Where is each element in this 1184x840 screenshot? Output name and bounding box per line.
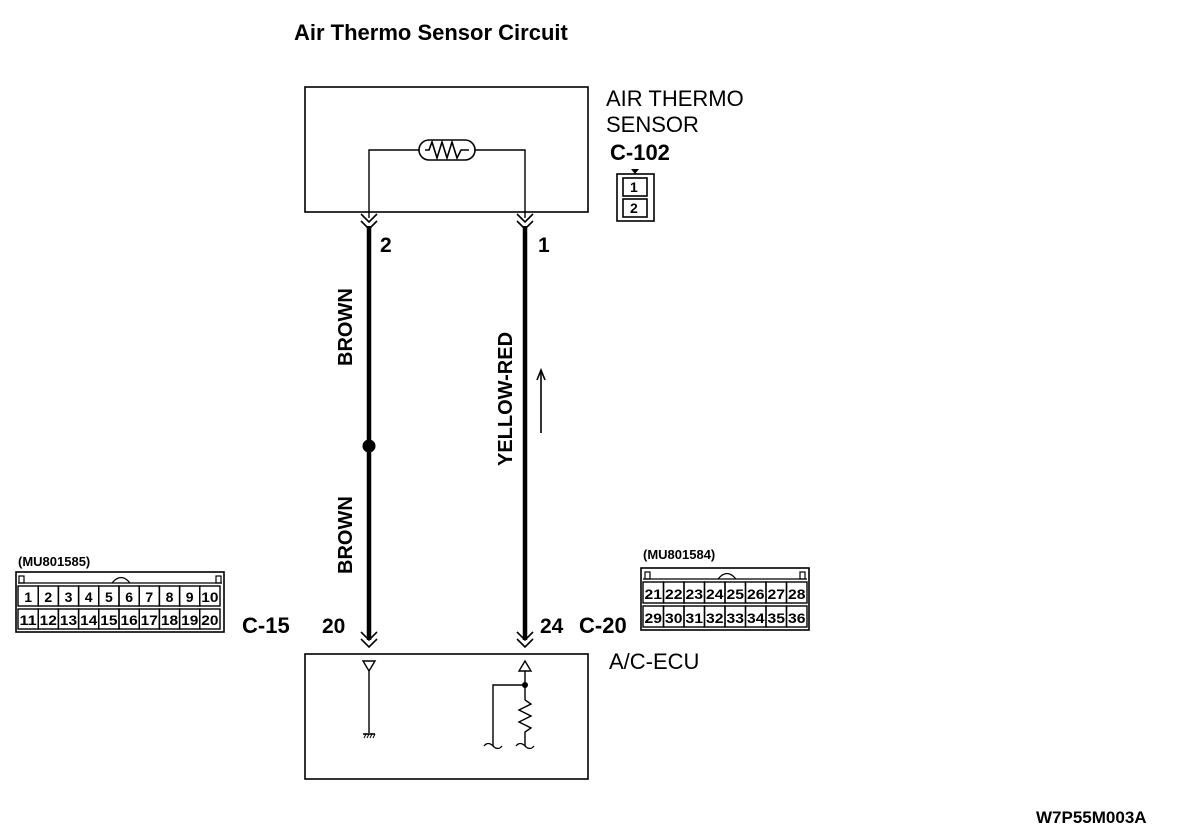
ecu-name: A/C-ECU bbox=[609, 649, 699, 674]
c20-pin-33: 33 bbox=[727, 610, 745, 626]
c20-pin-32: 32 bbox=[706, 610, 724, 626]
c15-pin-13: 13 bbox=[60, 612, 77, 628]
c20-cell bbox=[785, 581, 808, 604]
c15-pin-6: 6 bbox=[125, 589, 133, 605]
sensor-box bbox=[304, 86, 589, 218]
c15-cell bbox=[199, 585, 221, 607]
c20-pin-24: 24 bbox=[706, 586, 724, 602]
c20-pin-22: 22 bbox=[665, 586, 683, 602]
figure-code: W7P55M003A bbox=[1036, 808, 1147, 827]
c20-pin-28: 28 bbox=[788, 586, 806, 602]
thermistor-icon bbox=[418, 139, 476, 161]
ecu-box bbox=[304, 653, 589, 780]
splice-point bbox=[362, 439, 376, 453]
c20-pin-29: 29 bbox=[645, 610, 663, 626]
ecu-terminal-20 bbox=[360, 631, 378, 649]
resistor-icon bbox=[517, 699, 533, 746]
c20-pin-31: 31 bbox=[686, 610, 704, 626]
c20-pin-26: 26 bbox=[747, 586, 765, 602]
c102-connector-face: 1 2 bbox=[616, 169, 655, 222]
c20-pin-21: 21 bbox=[645, 586, 663, 602]
sensor-name-line2: SENSOR bbox=[606, 112, 699, 137]
c20-pin-36: 36 bbox=[788, 610, 806, 626]
c15-pin-10: 10 bbox=[201, 589, 218, 605]
c20-pin-34: 34 bbox=[747, 610, 765, 626]
c20-connector-label: C-20 bbox=[579, 613, 627, 638]
c15-connector-label: C-15 bbox=[242, 613, 290, 638]
wire-color-brown-upper: BROWN bbox=[335, 288, 357, 366]
c15-pin-4: 4 bbox=[85, 589, 93, 605]
signal-arrow-icon bbox=[536, 367, 546, 433]
c20-pin-23: 23 bbox=[686, 586, 704, 602]
c15-pin-9: 9 bbox=[186, 589, 194, 605]
c15-pin-2: 2 bbox=[44, 589, 52, 605]
c15-cell bbox=[199, 608, 221, 630]
sensor-pin-1: 1 bbox=[538, 234, 550, 257]
ecu-terminal-24 bbox=[516, 631, 534, 649]
wire-color-yellow-red: YELLOW-RED bbox=[495, 332, 517, 466]
c20-pin-25: 25 bbox=[727, 586, 745, 602]
c20-cell bbox=[785, 605, 808, 628]
c15-pin-1: 1 bbox=[24, 589, 32, 605]
c15-pin-7: 7 bbox=[145, 589, 153, 605]
c15-pin-15: 15 bbox=[100, 612, 117, 628]
c102-pin-1: 1 bbox=[630, 179, 638, 195]
c15-pin-18: 18 bbox=[161, 612, 178, 628]
diagram-title: Air Thermo Sensor Circuit bbox=[294, 20, 569, 45]
c15-pin-5: 5 bbox=[105, 589, 113, 605]
c15-pin-19: 19 bbox=[181, 612, 198, 628]
ecu-pin-20: 20 bbox=[322, 615, 345, 638]
sensor-name-line1: AIR THERMO bbox=[606, 86, 744, 111]
c15-pin-16: 16 bbox=[121, 612, 138, 628]
ecu-pin-24: 24 bbox=[540, 615, 564, 638]
c20-pin-30: 30 bbox=[665, 610, 683, 626]
c15-pin-20: 20 bbox=[201, 612, 218, 628]
c15-pin-3: 3 bbox=[65, 589, 73, 605]
sensor-pin-2: 2 bbox=[380, 234, 392, 257]
c15-pin-14: 14 bbox=[80, 612, 97, 628]
c15-pin-17: 17 bbox=[141, 612, 158, 628]
c102-pin-2: 2 bbox=[630, 200, 638, 216]
c15-pin-8: 8 bbox=[166, 589, 174, 605]
ground-icon bbox=[363, 733, 376, 739]
c20-pin-35: 35 bbox=[768, 610, 786, 626]
c20-part-number: (MU801584) bbox=[643, 547, 715, 562]
c15-part-number: (MU801585) bbox=[18, 554, 90, 569]
c15-pin-11: 11 bbox=[20, 612, 37, 628]
c15-pin-12: 12 bbox=[40, 612, 57, 628]
wire-color-brown-lower: BROWN bbox=[335, 496, 357, 574]
sensor-connector-label: C-102 bbox=[610, 140, 670, 165]
c20-pin-27: 27 bbox=[768, 586, 786, 602]
